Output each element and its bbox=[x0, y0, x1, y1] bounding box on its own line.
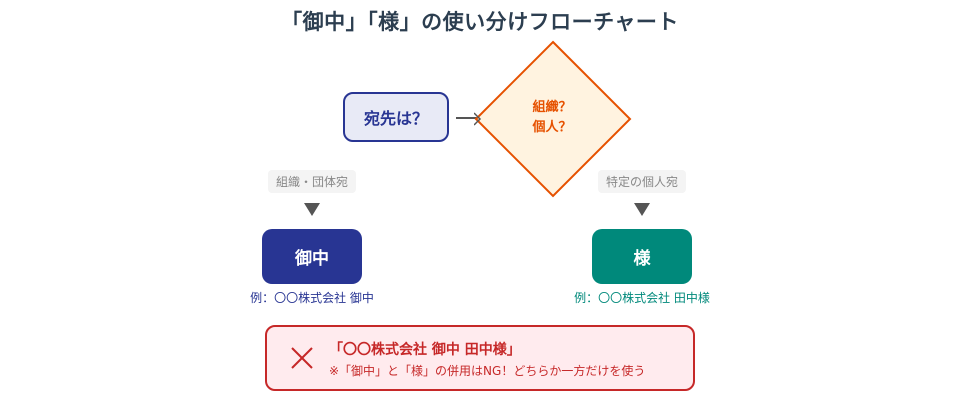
branch-right-label-wrap: 特定の個人宛 bbox=[542, 170, 742, 193]
warning-note: ※「御中」と「様」の併用はNG！どちらか一方だけを使う bbox=[329, 364, 646, 378]
branch-left-label-wrap: 組織・団体宛 bbox=[212, 170, 412, 193]
decision-text: 組織？ 個人？ bbox=[502, 98, 602, 138]
warning-box: 「〇〇株式会社 御中 田中様」 ※「御中」と「様」の併用はNG！どちらか一方だけ… bbox=[265, 325, 695, 391]
arrow-down-icon bbox=[634, 203, 650, 216]
branch-label-organization: 組織・団体宛 bbox=[267, 170, 356, 193]
result-sama: 様 bbox=[592, 229, 692, 284]
example-sama: 例：〇〇株式会社 田中様 bbox=[574, 291, 710, 305]
start-node: 宛先は？ bbox=[343, 92, 449, 142]
result-sama-label: 様 bbox=[633, 249, 651, 269]
decision-diamond bbox=[474, 40, 632, 198]
branch-label-individual: 特定の個人宛 bbox=[597, 170, 686, 193]
arrow-down-icon bbox=[304, 203, 320, 216]
decision-line-2: 個人？ bbox=[532, 120, 572, 135]
page-title: 「御中」「様」の使い分けフローチャート bbox=[281, 10, 679, 34]
warning-title: 「〇〇株式会社 御中 田中様」 bbox=[329, 342, 521, 358]
connector-line bbox=[456, 117, 478, 119]
x-icon bbox=[291, 347, 313, 369]
example-onchu: 例：〇〇株式会社 御中 bbox=[250, 291, 374, 305]
decision-line-1: 組織？ bbox=[532, 100, 572, 115]
result-onchu-label: 御中 bbox=[295, 249, 329, 269]
start-node-label: 宛先は？ bbox=[363, 109, 428, 128]
result-onchu: 御中 bbox=[262, 229, 362, 284]
